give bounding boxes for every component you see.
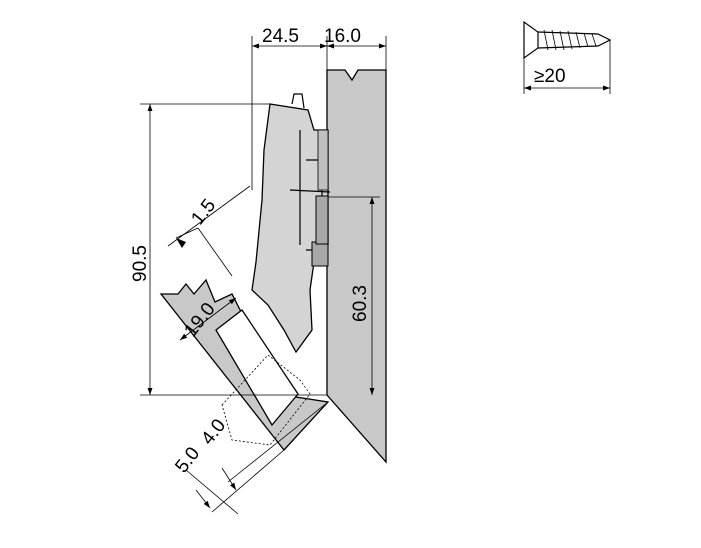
dim-arm-offset-label: 24.5 xyxy=(262,26,299,47)
dimension-overall-height: 90.5 xyxy=(130,103,327,396)
dim-distance-a-label: 4.0 xyxy=(197,415,230,449)
cup-hidden-outline xyxy=(221,354,311,446)
dim-plate-height-label: 60.3 xyxy=(350,285,371,322)
dimension-gap: 1.5 xyxy=(167,185,251,277)
dim-gap-label: 1.5 xyxy=(187,195,220,229)
mounting-plate xyxy=(311,241,329,267)
mounting-plate-block xyxy=(315,195,329,245)
dimension-arm-offset: 24.5 16.0 xyxy=(251,26,387,190)
dim-overall-height-label: 90.5 xyxy=(130,245,151,282)
dimension-plate-height: 60.3 xyxy=(328,196,380,395)
dim-distance-b-label: 5.0 xyxy=(171,443,204,477)
hinge-arm-detail xyxy=(289,93,331,251)
arm-link xyxy=(317,129,329,191)
screw-length-label: ≥20 xyxy=(534,66,566,87)
cabinet-side-panel xyxy=(326,69,387,464)
dim-door-thickness-label: 16.0 xyxy=(324,26,361,47)
screw-diagram: ≥20 xyxy=(523,20,612,94)
